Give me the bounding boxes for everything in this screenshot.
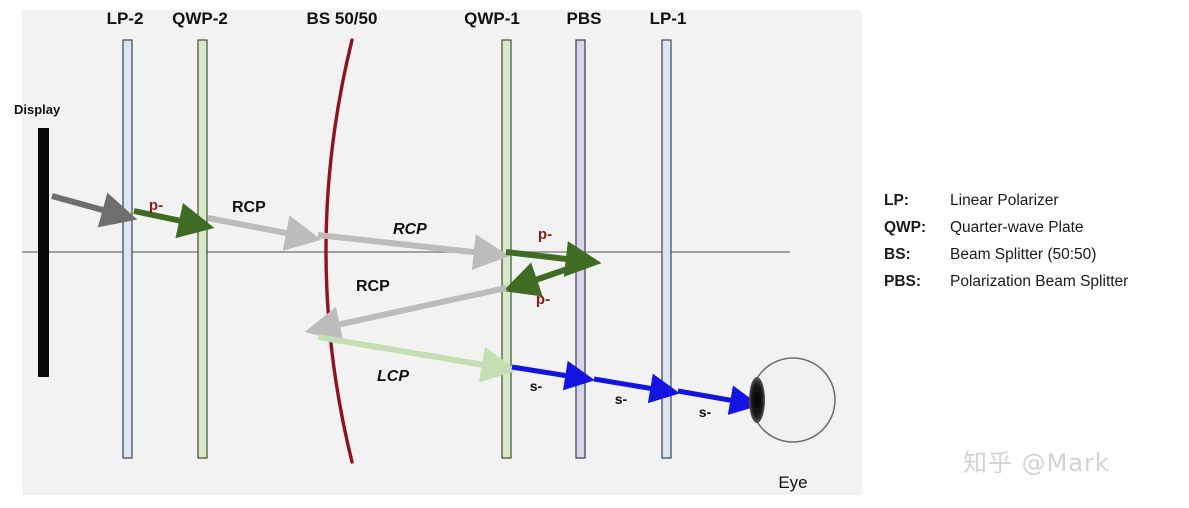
- beam-pbs-to-lp1-s: [593, 373, 680, 404]
- legend-value: Quarter-wave Plate: [950, 219, 1084, 236]
- beam-bs-to-qwp1: [317, 232, 510, 271]
- beam-bs-to-qwp1-lcp: [317, 334, 518, 383]
- pol-label-p-1: p-: [149, 197, 163, 214]
- s-label-s-1: s-: [530, 378, 543, 394]
- optical-element-pbs: [575, 39, 586, 459]
- element-label-bs: BS 50/50: [307, 9, 378, 28]
- beam-lp1-to-eye-s: [677, 385, 760, 415]
- legend-value: Polarization Beam Splitter: [950, 273, 1129, 290]
- legend-row: QWP: Quarter-wave Plate: [884, 219, 1184, 237]
- beam-qwp1-to-pbs-s: [511, 360, 595, 391]
- mode-label-rcp-2: RCP: [393, 221, 427, 238]
- mode-label-rcp-1: RCP: [232, 199, 266, 216]
- s-label-s-3: s-: [699, 404, 712, 420]
- eye-pupil: [749, 377, 765, 423]
- beam-pbs-reflect: [502, 259, 589, 297]
- beam-qwp2-to-bs: [207, 215, 322, 251]
- beam-qwp1-to-pbs: [505, 241, 602, 277]
- display-label: Display: [14, 102, 61, 117]
- legend-row: LP: Linear Polarizer: [884, 192, 1184, 210]
- legend-row: BS: Beam Splitter (50:50): [884, 246, 1184, 264]
- legend-key: PBS:: [884, 273, 922, 290]
- beam-qwp1-to-bs-rcp: [304, 285, 507, 342]
- pol-label-p-2: p-: [538, 226, 552, 243]
- mode-label-rcp-3: RCP: [356, 278, 390, 295]
- optical-element-lp2: [122, 39, 133, 459]
- element-label-pbs: PBS: [567, 9, 602, 28]
- pol-label-p-3: p-: [536, 291, 550, 308]
- legend-key: LP:: [884, 192, 909, 209]
- mode-label-lcp-1: LCP: [377, 368, 409, 385]
- beam-lp2-to-qwp2: [133, 202, 215, 239]
- optical-elements: [122, 39, 672, 459]
- eye-label: Eye: [778, 473, 807, 492]
- optical-element-qwp1: [501, 39, 512, 459]
- legend-key: QWP:: [884, 219, 927, 236]
- element-label-lp2: LP-2: [107, 9, 144, 28]
- element-labels: LP-2 QWP-2 BS 50/50 QWP-1 PBS LP-1: [107, 9, 687, 28]
- polarization-mode-labels: RCP RCP RCP LCP: [232, 199, 427, 385]
- watermark: 知乎 @Mark: [963, 449, 1110, 477]
- beam-splitter-curve: [324, 38, 354, 464]
- element-label-lp1: LP-1: [650, 9, 687, 28]
- element-label-qwp1: QWP-1: [464, 9, 520, 28]
- display-panel: [38, 128, 49, 377]
- optical-element-lp1: [661, 39, 672, 459]
- legend-row: PBS: Polarization Beam Splitter: [884, 273, 1184, 291]
- legend-value: Beam Splitter (50:50): [950, 246, 1097, 263]
- optical-element-qwp2: [197, 39, 208, 459]
- legend-value: Linear Polarizer: [950, 192, 1059, 209]
- s-polarization-labels: s-s-s-: [530, 378, 712, 420]
- beam-display-to-lp2: [51, 192, 138, 228]
- element-label-qwp2: QWP-2: [172, 9, 228, 28]
- beam-arrows: [51, 192, 760, 415]
- p-polarization-labels: p-p-p-: [149, 197, 552, 308]
- legend-key: BS:: [884, 246, 911, 263]
- s-label-s-2: s-: [615, 391, 628, 407]
